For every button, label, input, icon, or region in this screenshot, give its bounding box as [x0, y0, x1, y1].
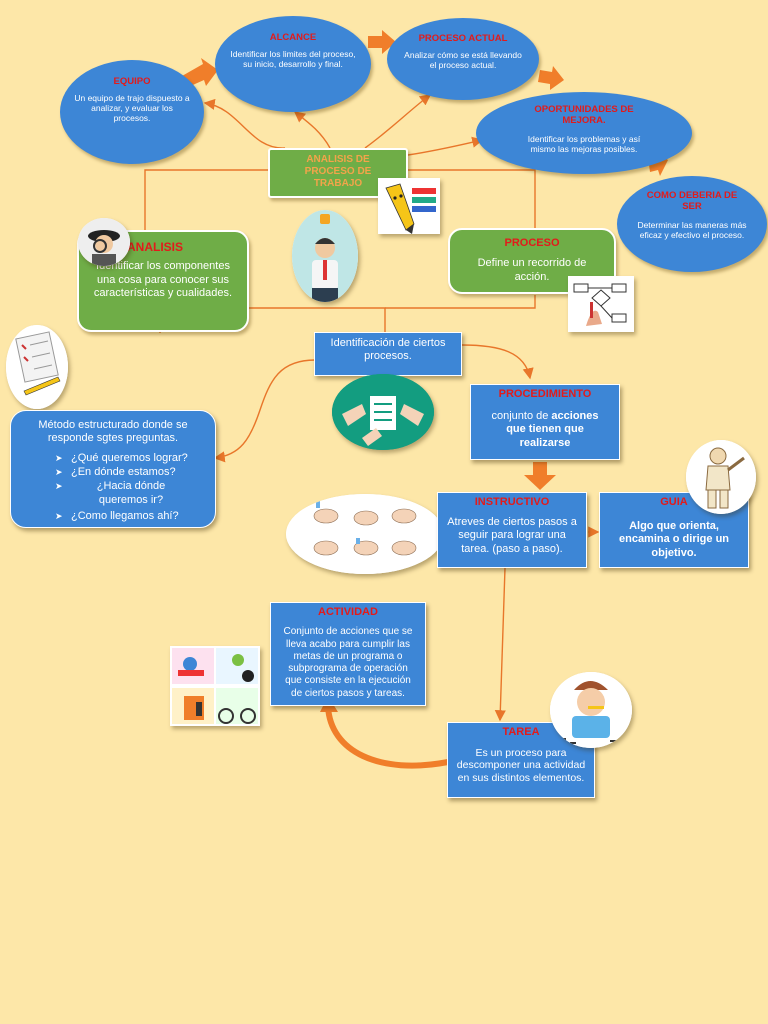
node-actividad: ACTIVIDAD Conjunto de acciones que se ll…: [270, 602, 426, 706]
node-oportunidades: OPORTUNIDADES DE MEJORA. Identificar los…: [476, 92, 692, 174]
metodo-intro: Método estructurado donde se responde sg…: [38, 419, 188, 444]
node-title: PROCESO ACTUAL: [418, 33, 508, 44]
node-title: ACTIVIDAD: [318, 606, 378, 618]
node-text: Define un recorrido de acción.: [477, 257, 587, 283]
node-text: Un equipo de trajo dispuesto a analizar,…: [74, 93, 190, 123]
pencil-image: [378, 178, 440, 234]
question-item: ➤¿Como llegamos ahí?: [55, 510, 179, 522]
node-title: ANALISIS: [127, 240, 184, 254]
node-title: TAREA: [502, 726, 540, 738]
question-list: ➤¿Qué queremos lograr? ➤¿En dónde estamo…: [17, 451, 209, 523]
edge-center-branch-right: [408, 169, 536, 228]
activities-image: [170, 646, 260, 726]
node-metodo: Método estructurado donde se responde sg…: [10, 410, 216, 528]
node-text: Identificación de ciertos procesos.: [330, 337, 446, 362]
node-text: Determinar las maneras más eficaz y efec…: [637, 220, 747, 240]
hands-clipboard-image: [332, 374, 434, 450]
node-text: Identificar los componentes una cosa par…: [93, 260, 233, 299]
flowchart-image: [568, 276, 634, 332]
node-title: EQUIPO: [113, 76, 151, 87]
node-text: Analizar cómo se está llevando el proces…: [404, 50, 522, 70]
arrow-bullet-icon: ➤: [55, 511, 63, 521]
node-text: conjunto de acciones que tienen que real…: [491, 409, 599, 449]
node-title: ALCANCE: [269, 32, 317, 43]
arrow-bullet-icon: ➤: [55, 481, 63, 491]
node-text: Algo que orienta, encamina o dirige un o…: [618, 519, 730, 559]
edge-center-branch: [144, 169, 268, 230]
edge-center-equipo: [203, 98, 286, 149]
node-proceso-actual: PROCESO ACTUAL Analizar cómo se está lle…: [387, 18, 539, 100]
node-procedimiento: PROCEDIMIENTO conjunto de acciones que t…: [470, 384, 620, 460]
arrow-actual-oportunidades: [538, 66, 564, 90]
node-instructivo: INSTRUCTIVO Atreves de ciertos pasos a s…: [437, 492, 587, 568]
edge-identificacion-procedimiento: [461, 344, 534, 380]
edge-center-alcance: [293, 111, 331, 149]
checklist-image: [6, 325, 68, 409]
question-item: ➤¿Qué queremos lograr?: [55, 452, 188, 464]
node-text: Atreves de ciertos pasos a seguir para l…: [447, 515, 577, 555]
node-title: PROCESO: [504, 237, 560, 249]
edge-identificacion-metodo: [213, 359, 316, 463]
edge-proceso-identificacion: [385, 295, 536, 309]
student-image: [550, 672, 632, 748]
node-title: INSTRUCTIVO: [474, 496, 550, 508]
detective-image: [78, 218, 130, 266]
edge-center-proceso-actual: [364, 94, 432, 149]
question-item: ➤¿En dónde estamos?: [55, 466, 176, 478]
node-text: Conjunto de acciones que se lleva acabo …: [283, 626, 413, 699]
node-identificacion: Identificación de ciertos procesos.: [314, 332, 462, 376]
node-alcance: ALCANCE Identificar los limites del proc…: [215, 16, 371, 112]
node-title: OPORTUNIDADES DE MEJORA.: [534, 104, 634, 126]
question-item: ➤¿Hacia dónde queremos ir?: [55, 480, 166, 506]
edge-instructivo-tarea: [494, 567, 506, 722]
node-title: GUIA: [660, 496, 688, 508]
node-text: Identificar los problemas y así mismo la…: [527, 134, 641, 154]
curve-tarea-actividad: [325, 705, 449, 769]
node-text: Identificar los limites del proceso, su …: [230, 49, 356, 69]
worker-image: [292, 210, 358, 302]
center-title: ANALISIS DE PROCESO DE TRABAJO: [304, 154, 372, 189]
node-title: PROCEDIMIENTO: [498, 388, 592, 400]
edge-center-oportunidades: [407, 136, 484, 156]
arrow-equipo-alcance: [182, 58, 218, 88]
node-equipo: EQUIPO Un equipo de trajo dispuesto a an…: [60, 60, 204, 164]
node-como-deberia: COMO DEBERIA DE SER Determinar las maner…: [617, 176, 767, 272]
arrow-bullet-icon: ➤: [55, 453, 63, 463]
arrow-procedimiento-instructivo: [524, 462, 556, 490]
arrow-bullet-icon: ➤: [55, 467, 63, 477]
guide-person-image: [686, 440, 756, 514]
node-text: Es un proceso para descomponer una activ…: [456, 746, 586, 784]
handwashing-steps-image: [286, 494, 444, 574]
node-title: COMO DEBERIA DE SER: [646, 190, 738, 212]
